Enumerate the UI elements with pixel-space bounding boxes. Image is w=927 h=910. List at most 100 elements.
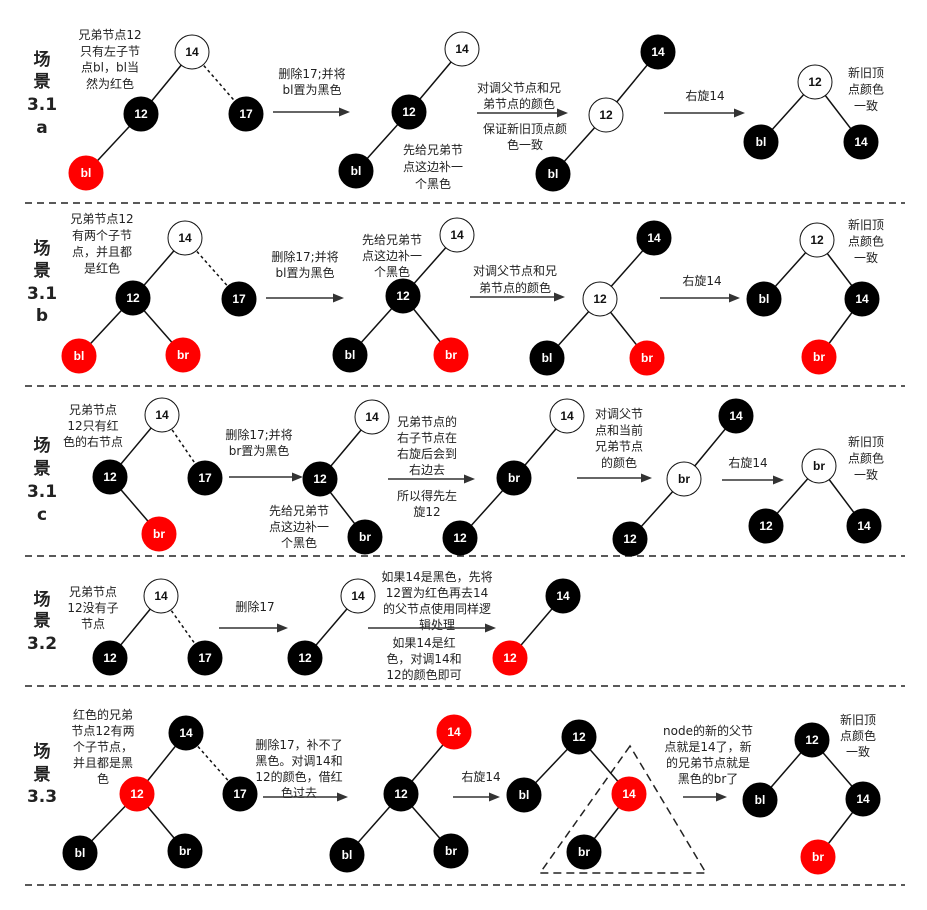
arrow-head bbox=[489, 792, 500, 802]
tree-node-17: 17 bbox=[222, 776, 258, 812]
tree-node-br: br bbox=[666, 461, 702, 497]
tree-node-12: 12 bbox=[383, 776, 419, 812]
node-circle bbox=[801, 339, 837, 375]
annotation-line: 黑色的br了 bbox=[678, 771, 739, 786]
node-circle bbox=[167, 220, 203, 256]
node-label: 14 bbox=[185, 45, 199, 59]
node-label: 12 bbox=[103, 470, 117, 484]
tree-node-12: 12 bbox=[799, 222, 835, 258]
node-label: bl bbox=[519, 788, 530, 802]
node-circle bbox=[338, 153, 374, 189]
tree-node-12: 12 bbox=[302, 461, 338, 497]
tree-node-bl: bl bbox=[742, 782, 778, 818]
node-label: 14 bbox=[729, 409, 743, 423]
tree-node-bl: bl bbox=[746, 281, 782, 317]
scenario-4: 场景3.3红色的兄弟节点12有两个子节点，并且都是黑色删除17，补不了黑色。对调… bbox=[27, 707, 881, 875]
annotation-line: 点这边补一 bbox=[269, 519, 329, 534]
annotation-line: 对调父节 bbox=[595, 407, 643, 421]
node-label: br bbox=[153, 527, 165, 541]
node-circle bbox=[444, 31, 480, 67]
node-label: 14 bbox=[855, 292, 869, 306]
node-label: 14 bbox=[179, 726, 193, 740]
arrow-head bbox=[333, 293, 344, 303]
tree-node-14: 14 bbox=[846, 508, 882, 544]
tree-node-12: 12 bbox=[748, 508, 784, 544]
annotation-line: 保证新旧顶点颜 bbox=[483, 121, 567, 136]
arrow-head bbox=[773, 475, 784, 485]
annotation-line: 个黑色 bbox=[415, 177, 451, 191]
node-label: bl bbox=[759, 292, 770, 306]
node-circle bbox=[845, 781, 881, 817]
node-label: 14 bbox=[154, 589, 168, 603]
annotation: 删除17 bbox=[235, 599, 274, 614]
node-circle bbox=[168, 715, 204, 751]
annotation-line: 右边去 bbox=[409, 462, 445, 477]
scenario-1: 场景3.1b兄弟节点12有两个子节点，并且都是红色删除17;并将bl置为黑色先给… bbox=[27, 212, 884, 376]
tree-node-br: br bbox=[801, 448, 837, 484]
node-label: 17 bbox=[233, 787, 247, 801]
node-circle bbox=[588, 97, 624, 133]
tree-node-14: 14 bbox=[143, 578, 179, 614]
node-label: 17 bbox=[198, 471, 212, 485]
scenario-label: 场 bbox=[34, 590, 51, 610]
scenario-label: 景 bbox=[34, 765, 51, 785]
annotation-line: 先给兄弟节 bbox=[269, 504, 329, 518]
annotation-line: 兄弟节点 bbox=[69, 585, 117, 599]
tree-node-17: 17 bbox=[228, 96, 264, 132]
tree-node-br: br bbox=[496, 460, 532, 496]
annotation-line: 兄弟节点12 bbox=[78, 28, 141, 42]
node-circle bbox=[442, 520, 478, 556]
tree: br 12 14 bbox=[748, 448, 882, 544]
node-label: 12 bbox=[298, 651, 312, 665]
scenario-label: 场 bbox=[34, 50, 51, 70]
node-label: br bbox=[812, 850, 824, 864]
annotation-line: 点，并且都 bbox=[72, 245, 132, 259]
annotation-line: 点颜色 bbox=[848, 234, 884, 249]
node-circle bbox=[545, 578, 581, 614]
step-arrow bbox=[388, 474, 475, 484]
node-circle bbox=[347, 519, 383, 555]
tree-node-bl: bl bbox=[332, 337, 368, 373]
node-label: br bbox=[813, 459, 825, 473]
annotation-line: 然为红色 bbox=[86, 76, 134, 91]
tree-node-br: br bbox=[433, 337, 469, 373]
node-label: 14 bbox=[856, 792, 870, 806]
tree-node-14: 14 bbox=[636, 220, 672, 256]
node-label: 12 bbox=[593, 292, 607, 306]
step-arrow bbox=[266, 293, 344, 303]
node-label: 14 bbox=[447, 725, 461, 739]
annotation-line: 并且都是黑 bbox=[73, 756, 133, 770]
node-label: br bbox=[508, 471, 520, 485]
annotation-line: 有两个子节 bbox=[72, 229, 132, 243]
node-circle bbox=[843, 124, 879, 160]
scenario-label: 3.1 bbox=[27, 482, 57, 502]
tree-node-17: 17 bbox=[187, 640, 223, 676]
tree-node-bl: bl bbox=[506, 777, 542, 813]
arrow-head bbox=[716, 792, 727, 802]
annotation-line: 对调父节点和兄 bbox=[477, 81, 561, 95]
tree-node-bl: bl bbox=[62, 835, 98, 871]
node-label: 12 bbox=[396, 289, 410, 303]
annotation-line: 节点 bbox=[81, 617, 105, 631]
annotation-line: 黑色。对调14和 bbox=[255, 754, 342, 768]
annotation-line: 12只有红 bbox=[67, 418, 118, 433]
node-circle bbox=[561, 719, 597, 755]
node-circle bbox=[354, 399, 390, 435]
node-circle bbox=[187, 460, 223, 496]
tree-node-12: 12 bbox=[797, 64, 833, 100]
scenario-label: c bbox=[37, 505, 47, 525]
scenario-0: 场景3.1a兄弟节点12只有左子节点bl，bl当然为红色删除17;并将bl置为黑… bbox=[27, 28, 884, 192]
node-label: 12 bbox=[810, 233, 824, 247]
tree-node-br: br bbox=[433, 833, 469, 869]
annotation-line: 先给兄弟节 bbox=[403, 143, 463, 157]
